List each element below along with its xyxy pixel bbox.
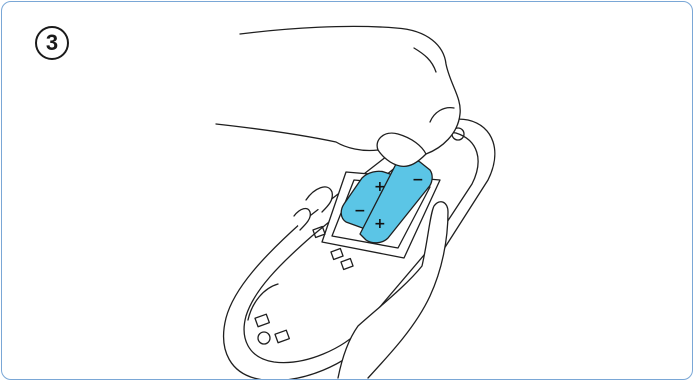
battery-right-minus-symbol: − — [412, 172, 424, 188]
battery-insertion-illustration: + − − + — [2, 2, 693, 380]
battery-left-minus-symbol: − — [354, 203, 366, 219]
upper-hand — [216, 26, 460, 166]
battery-right-plus-symbol: + — [374, 216, 386, 232]
